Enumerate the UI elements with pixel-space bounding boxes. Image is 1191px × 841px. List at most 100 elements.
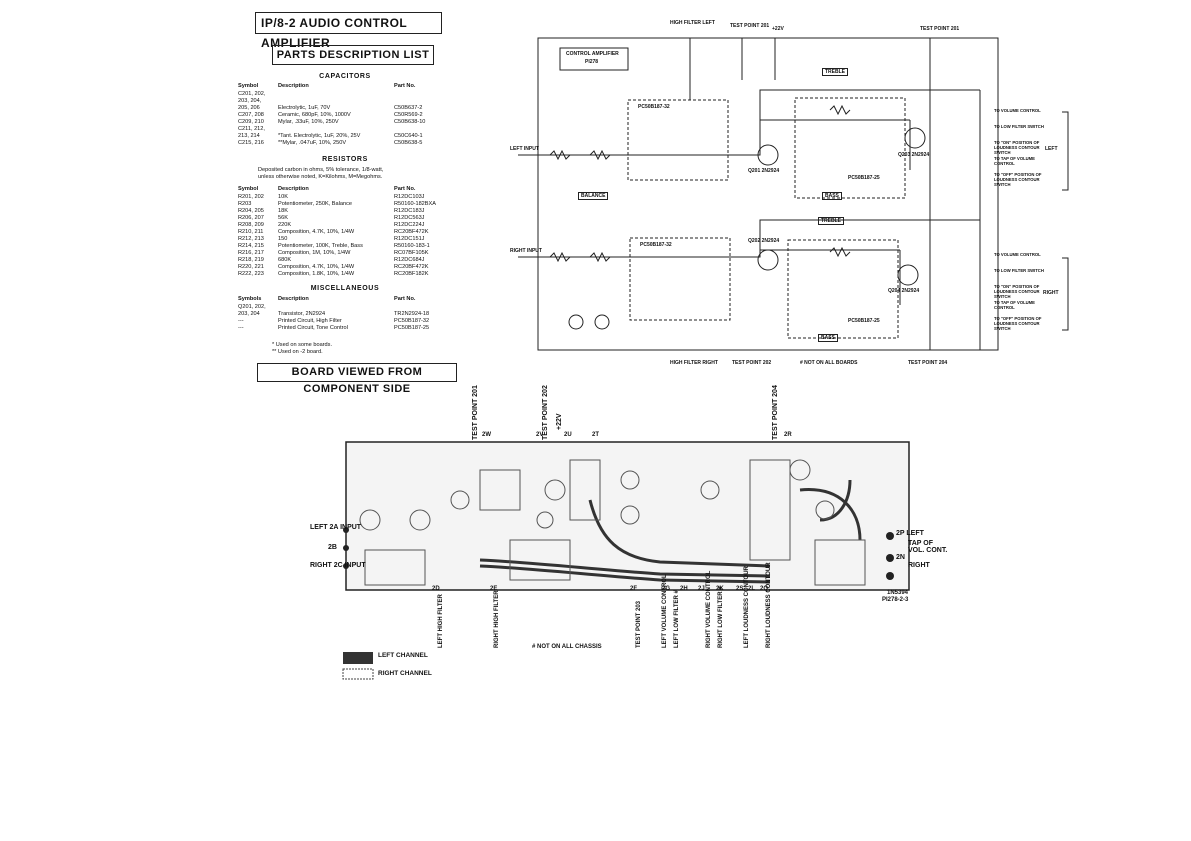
col-part-no: Part No.: [394, 186, 416, 192]
row-description: Composition, 1.8K, 10%, 1/4W: [278, 271, 355, 277]
col-part-no: Part No.: [394, 296, 416, 302]
row-symbol: R203: [238, 201, 252, 207]
row-description: 10K: [278, 194, 288, 200]
row-part-no: PC50B187-32: [394, 318, 430, 324]
row-description: 18K: [278, 208, 288, 214]
schematic-diagram: CONTROL AMPLIFIER PI278 LEFT INPUT RIGHT…: [510, 20, 1070, 370]
board-connection-label: TEST POINT 203: [636, 600, 642, 648]
row-symbol: C215, 216: [238, 140, 264, 146]
schematic-bottom-point: TEST POINT 204: [908, 360, 948, 366]
row-description: **Mylar, .047uF, 10%, 250V: [278, 140, 347, 146]
row-description: Composition, 4.7K, 10%, 1/4W: [278, 264, 355, 270]
board-pin-label: 2W: [482, 432, 491, 438]
not-on-all-boards-note: # NOT ON ALL BOARDS: [800, 360, 858, 366]
row-symbol: R208, 209: [238, 222, 264, 228]
board-right-label: 2P LEFT: [896, 530, 924, 537]
row-symbol: R222, 223: [238, 271, 264, 277]
row-part-no: TR2N2924-18: [394, 311, 430, 317]
board-pin-label: 2E: [490, 586, 498, 592]
board-pin-2b: 2B: [328, 544, 337, 551]
balance-label: BALANCE: [578, 192, 609, 200]
row-symbol: C201, 202,: [238, 91, 266, 97]
pc-board-label: PC50B187-32: [640, 242, 672, 248]
row-part-no: R12DC224J: [394, 222, 425, 228]
board-connection-label: RIGHT HIGH FILTER: [494, 590, 500, 648]
col-description: Description: [278, 186, 309, 192]
board-pin-label: 2V: [536, 432, 544, 438]
row-part-no: R50160-182BXA: [394, 201, 436, 207]
row-symbol: R220, 221: [238, 264, 264, 270]
footnote-1: * Used on some boards.: [272, 342, 333, 348]
board-view-heading: BOARD VIEWED FROM COMPONENT SIDE: [257, 363, 457, 395]
row-part-no: RC20BF472K: [394, 264, 429, 270]
board-top-label: +22V: [556, 413, 563, 430]
board-left-input: LEFT 2A INPUT: [310, 524, 362, 531]
row-description: 680K: [278, 257, 292, 263]
row-description: Printed Circuit, Tone Control: [278, 325, 348, 331]
row-description: Electrolytic, 1uF, 70V: [278, 105, 331, 111]
row-symbol: 213, 214: [238, 133, 260, 139]
board-pin-label: 2J: [698, 586, 705, 592]
board-pin-label: 2H: [680, 586, 688, 592]
footnote-2: ** Used on -2 board.: [272, 349, 323, 355]
output-destination-label: TO TAP OF VOLUME CONTROL: [994, 300, 1035, 310]
row-part-no: PC50B187-25: [394, 325, 430, 331]
output-destination-label: TO "ON" POSITION OF LOUDNESS CONTOUR SWI…: [994, 140, 1040, 155]
row-description: Potentiometer, 250K, Balance: [278, 201, 353, 207]
row-symbol: R214, 215: [238, 243, 264, 249]
board-connection-label: LEFT LOW FILTER #: [674, 590, 680, 648]
not-on-all-chassis-note: # NOT ON ALL CHASSIS: [532, 644, 602, 650]
row-description: 220K: [278, 222, 292, 228]
output-destination-label: TO VOLUME CONTROL: [994, 108, 1041, 113]
board-connection-label: RIGHT LOUDNESS CONTOUR: [766, 562, 772, 648]
col-symbols: Symbols: [238, 296, 262, 302]
row-symbol: R204, 205: [238, 208, 264, 214]
pc-board-label: PC50B187-25: [848, 318, 880, 324]
col-part-no: Part No.: [394, 83, 416, 89]
board-layout: [342, 441, 910, 680]
output-destination-label: TO "OFF" POSITION OF LOUDNESS CONTOUR SW…: [994, 172, 1042, 187]
row-part-no: RC07BF105K: [394, 250, 429, 256]
legend-left-channel: LEFT CHANNEL: [378, 652, 428, 659]
row-description: *Tant. Electrolytic, 1uF, 20%, 25V: [278, 133, 361, 139]
parts-list-heading: PARTS DESCRIPTION LIST: [272, 45, 434, 65]
row-description: Mylar, .33uF, 10%, 250V: [278, 119, 339, 125]
row-symbol: 203, 204: [238, 311, 260, 317]
row-part-no: C50B638-10: [394, 119, 426, 125]
pc-board-label: PC50B187-32: [638, 104, 670, 110]
page-title: IP/8-2 AUDIO CONTROL AMPLIFIER: [255, 12, 442, 50]
board-right-label: RIGHT: [908, 562, 930, 569]
board-model-number: 1N5394: [887, 590, 909, 596]
row-description: 56K: [278, 215, 288, 221]
left-input-label: LEFT INPUT: [510, 146, 539, 152]
row-symbol: 203, 204,: [238, 98, 262, 104]
col-symbol: Symbol: [238, 83, 259, 89]
schematic-box-model: PI278: [585, 59, 599, 65]
schematic-top-point: +22V: [772, 26, 784, 32]
bass-label: BASS: [822, 192, 842, 200]
resistors-intro-line-2: unless otherwise noted, K=Kilohms, M=Meg…: [258, 174, 383, 180]
board-pin-label: 2T: [592, 432, 600, 438]
board-top-label: TEST POINT 201: [472, 385, 479, 440]
legend-right-channel: RIGHT CHANNEL: [378, 670, 432, 677]
row-part-no: R50160-183-1: [394, 243, 430, 249]
row-description: Transistor, 2N2924: [278, 311, 326, 317]
row-symbol: C209, 210: [238, 119, 264, 125]
row-part-no: C50C640-1: [394, 133, 423, 139]
board-connection-label: LEFT HIGH FILTER: [438, 594, 444, 648]
row-part-no: R12DC103J: [394, 194, 425, 200]
board-top-label: TEST POINT 204: [772, 385, 779, 440]
row-part-no: C50B638-5: [394, 140, 423, 146]
row-symbol: R218, 219: [238, 257, 264, 263]
resistors-intro-line-1: Deposited carbon in ohms, 5% tolerance, …: [258, 167, 384, 173]
schematic-bottom-point: TEST POINT 202: [732, 360, 772, 366]
row-part-no: C50B637-2: [394, 105, 423, 111]
schematic-bottom-point: HIGH FILTER RIGHT: [670, 360, 718, 366]
row-symbol: R212, 213: [238, 236, 264, 242]
row-description: Ceramic, 680pF, 10%, 1000V: [278, 112, 351, 118]
treble-label: TREBLE: [822, 68, 848, 76]
transistor-label: Q201 2N2924: [748, 168, 780, 174]
output-destination-label: TO "ON" POSITION OF LOUDNESS CONTOUR SWI…: [994, 284, 1040, 299]
row-symbol: 205, 206: [238, 105, 260, 111]
row-symbol: R216, 217: [238, 250, 264, 256]
